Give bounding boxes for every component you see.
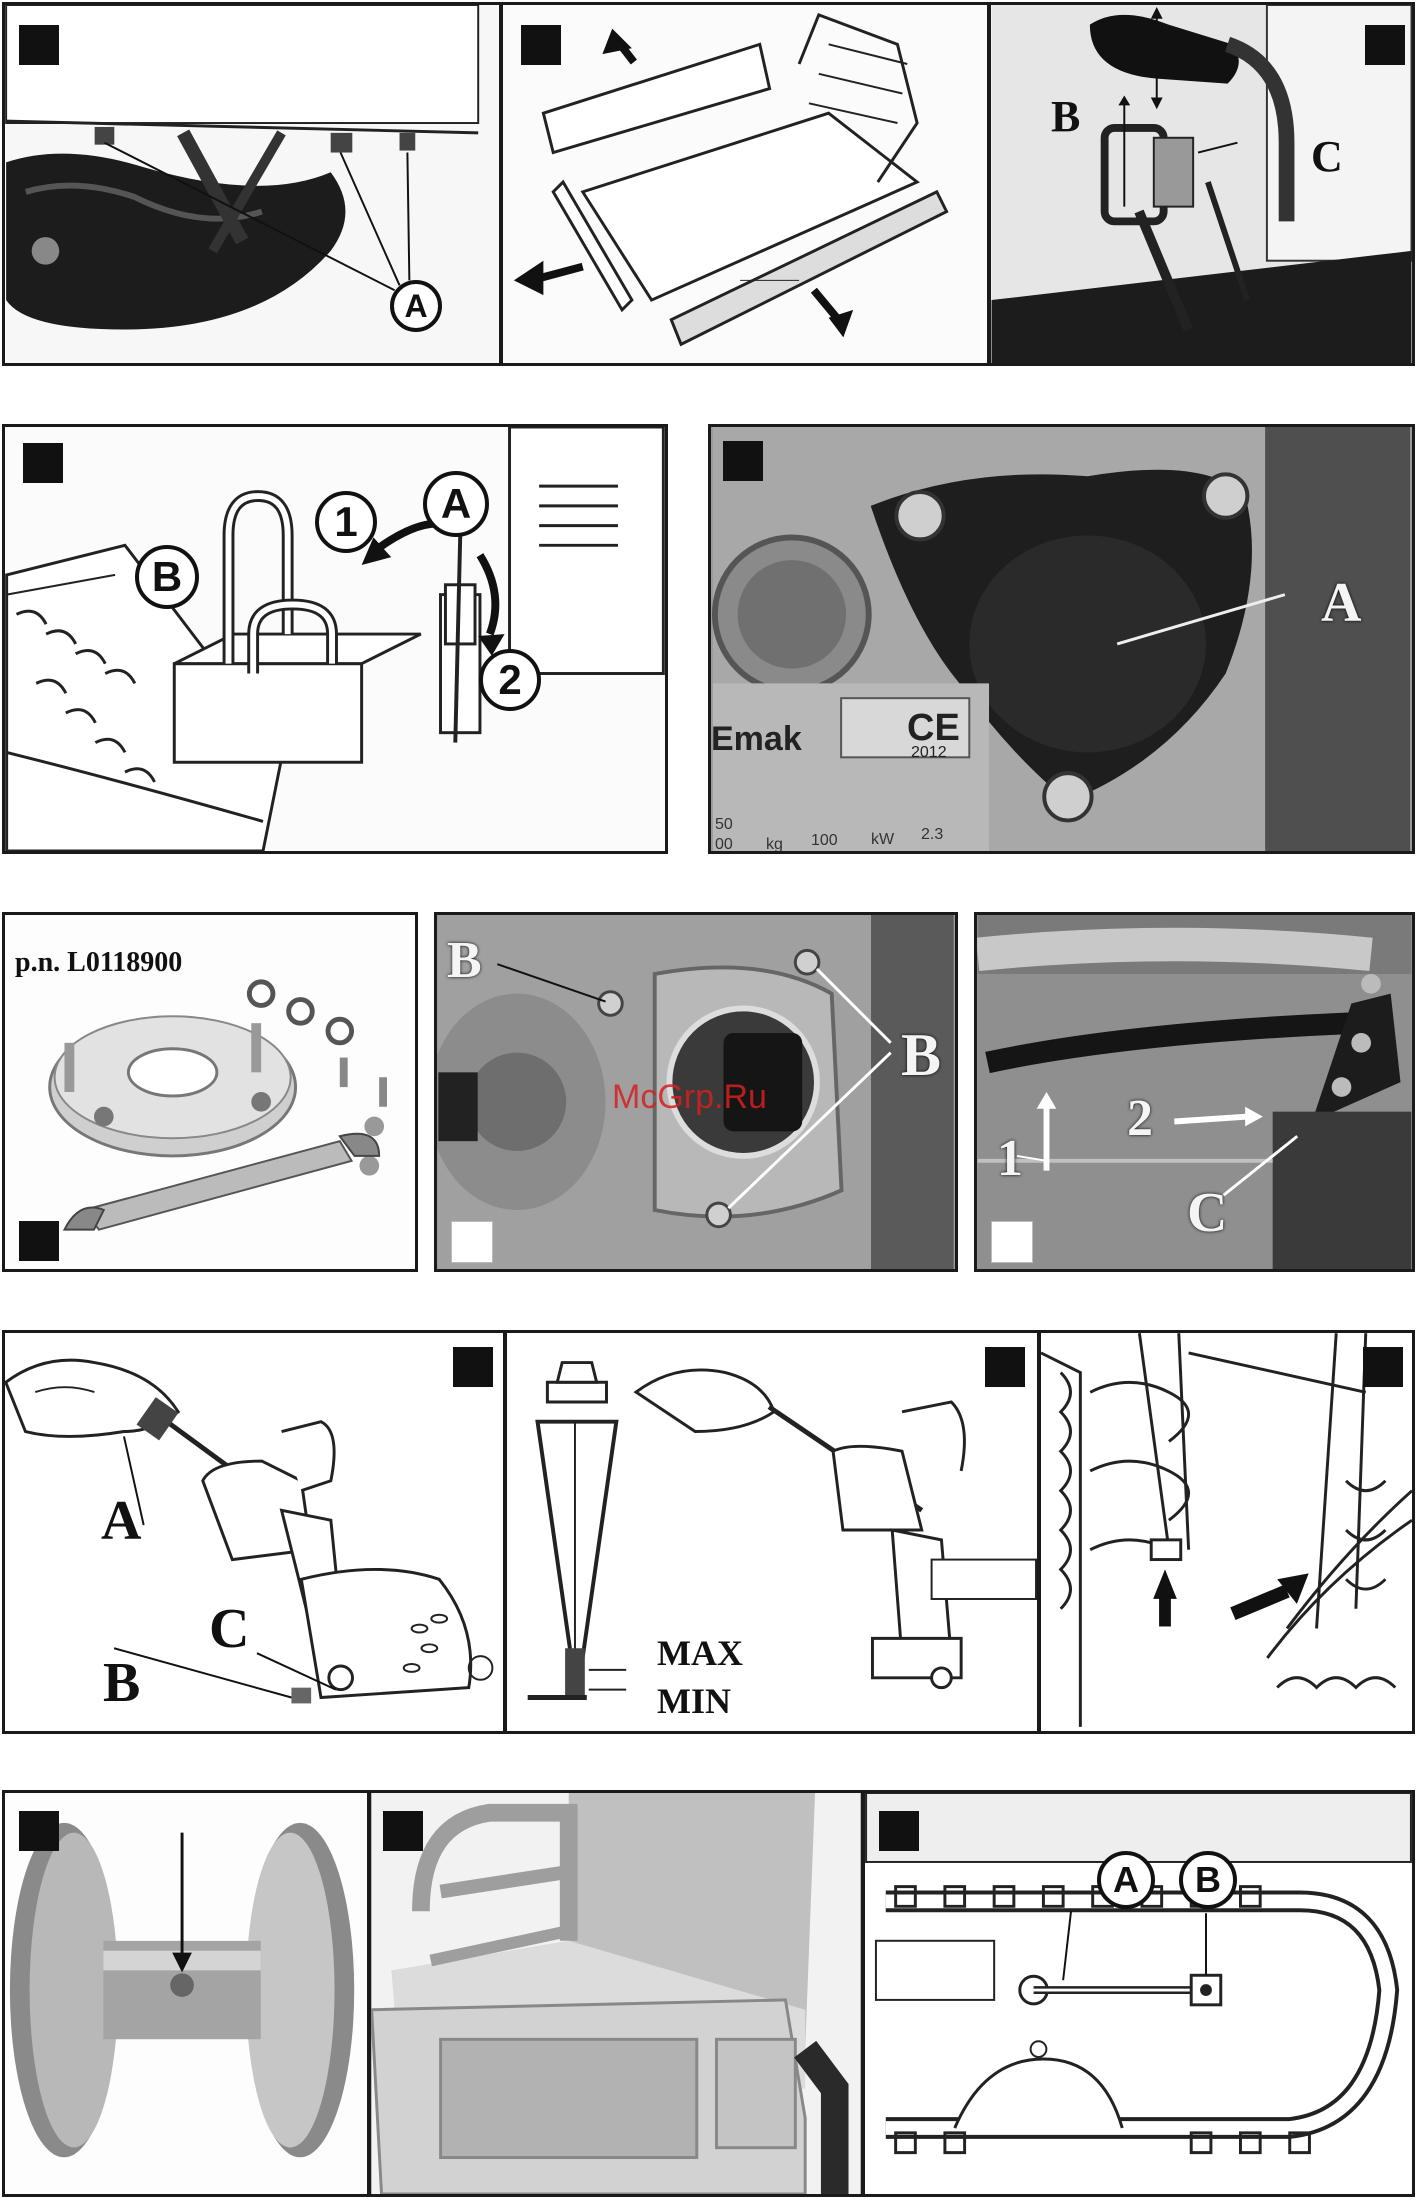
callout-a-text: A: [441, 480, 471, 528]
label-a: A: [101, 1493, 141, 1549]
callout-a-text: A: [1113, 1859, 1139, 1901]
max-level-label: MAX: [657, 1635, 743, 1671]
label-c: C: [209, 1601, 249, 1657]
label-b: B: [103, 1655, 140, 1711]
oil-fill-illustration: [5, 1333, 503, 1731]
figure-number-badge: [383, 1811, 423, 1851]
panel-remove-side-boards: [500, 2, 990, 366]
figure-number-badge: [19, 1811, 59, 1851]
figure-number-badge: [723, 441, 763, 481]
dipstick-illustration: [507, 1333, 1037, 1731]
figure-number-badge: [985, 1347, 1025, 1387]
callout-a: A: [1097, 1851, 1155, 1909]
callout-step-1-text: 1: [334, 498, 357, 546]
label-b-left: B: [447, 935, 482, 987]
panel-hydraulic-lever: 1 A B 2: [2, 424, 668, 854]
callout-a-text: A: [404, 288, 427, 325]
figure-number-badge: [991, 1221, 1033, 1263]
panel-dipstick-level: MAX MIN: [504, 1330, 1040, 1734]
plate-kg-label: kg: [766, 837, 783, 853]
figure-number-badge: [1363, 1347, 1403, 1387]
plate-brand: Emak: [711, 722, 802, 756]
figure-number-badge: [19, 25, 59, 65]
callout-b-text: B: [152, 553, 182, 601]
wheel-axle-photo: [5, 1793, 367, 2194]
handlebar-clamp-illustration: [991, 5, 1412, 363]
figure-number-badge: [879, 1811, 919, 1851]
callout-step-1: 1: [315, 491, 377, 553]
step-1-label: 1: [997, 1133, 1023, 1185]
plate-ce-mark: CE: [907, 709, 960, 747]
track-frame-illustration: [1041, 1333, 1412, 1731]
callout-a: A: [390, 280, 442, 332]
label-a: A: [1321, 575, 1361, 631]
panel-track-mount-bolts: A: [2, 2, 502, 366]
panel-wheel-grease-point: [2, 1790, 370, 2197]
figure-number-badge: [451, 1221, 493, 1263]
panel-track-adjuster: A B: [862, 1790, 1415, 2197]
figure-number-badge: [521, 25, 561, 65]
panel-oil-fill: A C B: [2, 1330, 506, 1734]
callout-b: B: [135, 545, 199, 609]
callout-a: A: [423, 471, 489, 537]
plate-kw-value: 2.3: [921, 827, 943, 843]
figure-number-badge: [23, 443, 63, 483]
plate-kw-label: kW: [871, 832, 894, 848]
callout-step-2: 2: [479, 649, 541, 711]
figure-number-badge: [1365, 25, 1405, 65]
panel-dump-box-photo: [368, 1790, 864, 2197]
callout-step-2-text: 2: [498, 656, 521, 704]
panel-gearbox-cover-photo: A Emak CE 2012 50 00 kg 100 kW 2.3: [708, 424, 1415, 854]
hydraulic-lever-illustration: [5, 427, 665, 851]
panel-adapter-kit: p.n. L0118900: [2, 912, 418, 1272]
plate-value-50: 50: [715, 817, 733, 833]
callout-b: B: [1179, 1851, 1237, 1909]
step-2-label: 2: [1127, 1093, 1153, 1145]
figure-number-badge: [19, 1221, 59, 1261]
panel-handlebar-clamp: B C: [988, 2, 1415, 366]
part-number: p.n. L0118900: [15, 949, 182, 977]
label-c: C: [1311, 135, 1343, 179]
panel-brake-lever-photo: 1 2 C: [974, 912, 1415, 1272]
watermark-text: McGrp.Ru: [612, 1078, 767, 1117]
panel-track-tension-arrows: [1038, 1330, 1415, 1734]
side-boards-illustration: [503, 5, 987, 363]
label-b: B: [1051, 95, 1080, 139]
label-b-right: B: [901, 1025, 941, 1085]
plate-value-00: 00: [715, 837, 733, 853]
callout-b-text: B: [1195, 1859, 1221, 1901]
gearbox-cover-photo: [711, 427, 1412, 851]
label-c: C: [1187, 1185, 1227, 1241]
plate-year: 2012: [911, 745, 947, 761]
plate-kg-value: 100: [811, 833, 838, 849]
dump-box-photo: [371, 1793, 861, 2194]
figure-number-badge: [453, 1347, 493, 1387]
min-level-label: MIN: [657, 1683, 731, 1719]
